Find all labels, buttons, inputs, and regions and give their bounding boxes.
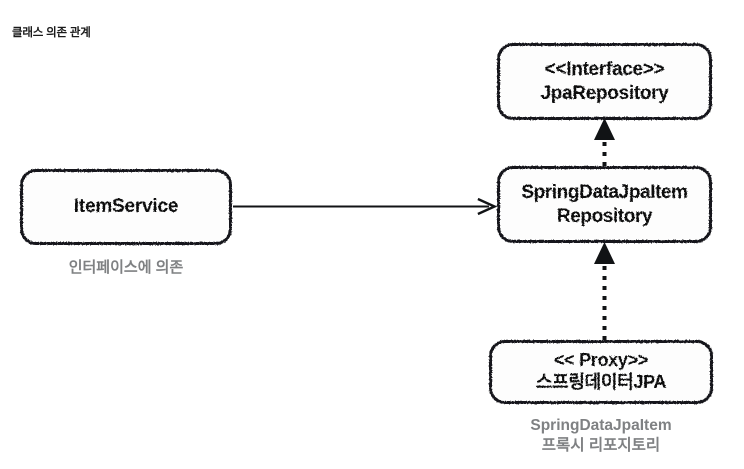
node-item-service-name: ItemService bbox=[73, 196, 179, 218]
node-spring-data-jpa-item-repository-line1: SpringDataJpaItem bbox=[521, 182, 688, 204]
edge-proxy-implements-repository bbox=[594, 242, 615, 340]
page-title: 클래스 의존 관계 bbox=[12, 27, 91, 39]
node-spring-data-jpa-item-repository-line2: Repository bbox=[556, 205, 653, 227]
node-jpa-repository-name: JpaRepository bbox=[540, 82, 669, 104]
node-proxy-stereotype: << Proxy>> bbox=[553, 350, 649, 371]
caption-proxy-line1: SpringDataJpaItem bbox=[530, 417, 672, 434]
node-spring-data-jpa-item-repository[interactable]: SpringDataJpaItem Repository bbox=[497, 166, 712, 243]
caption-item-service: 인터페이스에 의존 bbox=[68, 259, 184, 276]
node-proxy[interactable]: << Proxy>> 스프링데이터JPA bbox=[489, 340, 713, 404]
caption-proxy-line2: 프록시 리포지토리 bbox=[541, 437, 661, 455]
node-jpa-repository-stereotype: <<Interface>> bbox=[544, 59, 665, 81]
node-proxy-name: 스프링데이터JPA bbox=[535, 372, 667, 392]
node-item-service[interactable]: ItemService bbox=[20, 169, 232, 245]
node-jpa-repository[interactable]: <<Interface>> JpaRepository bbox=[497, 43, 712, 120]
edge-item-service-to-repository bbox=[233, 197, 498, 216]
caption-proxy: SpringDataJpaItem 프록시 리포지토리 bbox=[489, 416, 713, 456]
edge-repository-implements-jpa-repository bbox=[594, 118, 615, 166]
